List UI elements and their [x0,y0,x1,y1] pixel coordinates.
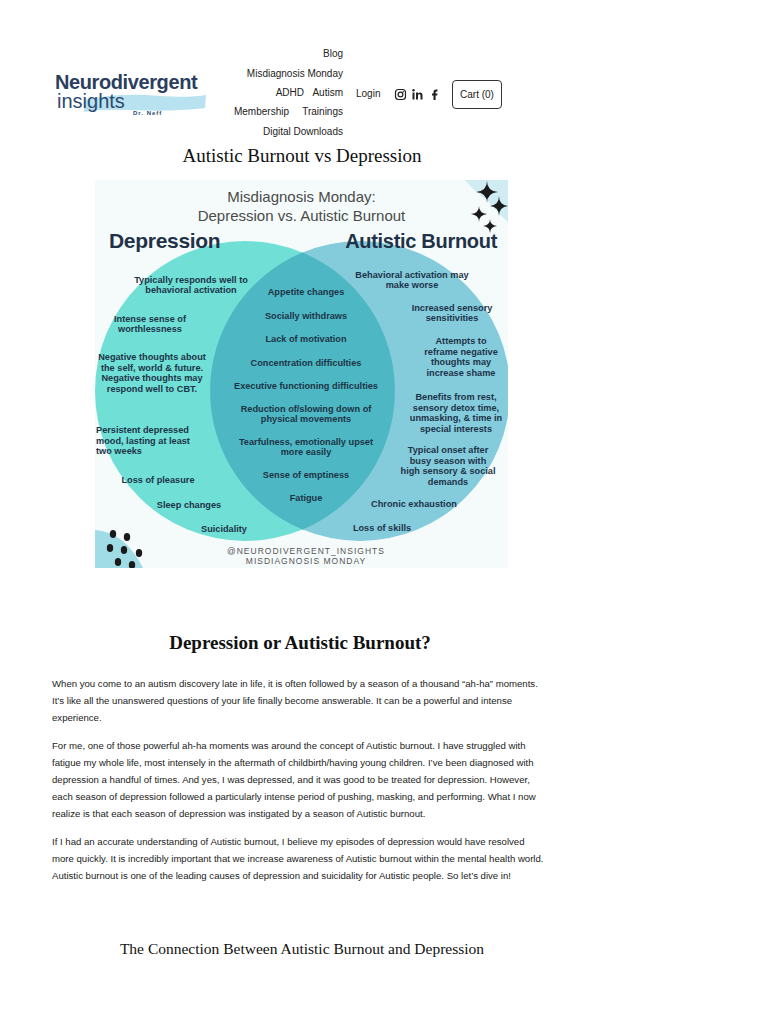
symptom-text: Negative thoughts about the self, world … [96,352,208,394]
symptom-text: Behavioral activation may make worse [350,270,475,291]
facebook-icon [432,90,438,100]
circle-heading: Autistic Burnout [345,230,497,252]
body-paragraph: For me, one of those powerful ah-ha mome… [52,737,548,822]
symptom-text: Executive functioning difficulties [215,381,397,392]
instagram-dot [403,91,404,92]
nav-link: Autism [312,87,343,98]
section-heading: Depression or Autistic Burnout? [52,632,548,654]
corner-splash [465,180,508,222]
section-heading: The Connection Between Autistic Burnout … [52,940,552,958]
cart-button: Cart (0) [452,80,502,109]
symptom-text: Reduction of/slowing down of physical mo… [226,404,386,425]
circle-heading: Depression [109,229,220,252]
instagram-icon [396,90,406,100]
node-shape [95,241,395,541]
symptom-text: Attempts to reframe negative thoughts ma… [418,336,504,378]
page-heading: Autistic Burnout vs Depression [100,145,504,167]
sparkle-stars [471,181,508,233]
body-paragraph: If I had an accurate understanding of Au… [52,833,548,884]
nav-link: Membership [234,106,289,117]
symptom-text: Typically responds well to behavioral ac… [134,275,249,296]
node-shape [210,241,508,541]
symptom-text: Chronic exhaustion [364,499,464,510]
corner-splash [95,530,143,568]
infographic-title: Misdiagnosis Monday:Depression vs. Autis… [95,187,508,225]
nav-link: Misdiagnosis Monday [247,68,343,79]
symptom-text: Loss of pleasure [108,475,208,486]
logo-signature: Dr. Neff [133,110,162,116]
nav-link: Trainings [302,106,343,117]
symptom-text: Typical onset after busy season with hig… [400,445,496,487]
symptom-text: Socially withdraws [250,311,362,322]
symptom-text: Tearfulness, emotionally upset more easi… [236,437,376,458]
linkedin-icon [412,89,422,99]
symptom-text: Benefits from rest, sensory detox time, … [406,392,506,434]
symptom-text: Sleep changes [143,500,235,511]
body-paragraph: When you come to an autism discovery lat… [52,675,548,726]
symptom-text: Loss of skills [340,523,424,534]
logo-word: insights [57,90,125,113]
symptom-text: Lack of motivation [250,334,362,345]
symptom-text: Increased sensory sensitivities [400,303,504,324]
credit-series: MISDIAGNOSIS MONDAY [160,556,452,566]
credit-handle: @NEURODIVERGENT_INSIGHTS [160,546,452,556]
symptom-text: Suicidality [188,524,260,535]
symptom-text: Intense sense of worthlessness [100,314,200,335]
symptom-text: Appetite changes [250,287,362,298]
nav-link: ADHD [276,87,304,98]
nav-link: Blog [323,48,343,59]
symptom-text: Concentration difficulties [231,358,381,369]
paw-dots [107,530,142,568]
node-shape [210,253,395,530]
symptom-text: Persistent depressed mood, lasting at le… [96,425,190,457]
symptom-text: Fatigue [266,493,346,504]
login-link: Login [356,88,380,99]
nav-link: Digital Downloads [263,126,343,137]
symptom-text: Sense of emptiness [250,470,362,481]
infographic: Misdiagnosis Monday:Depression vs. Autis… [95,180,508,568]
overlap-region: Appetite changesSocially withdrawsLack o… [210,252,395,530]
